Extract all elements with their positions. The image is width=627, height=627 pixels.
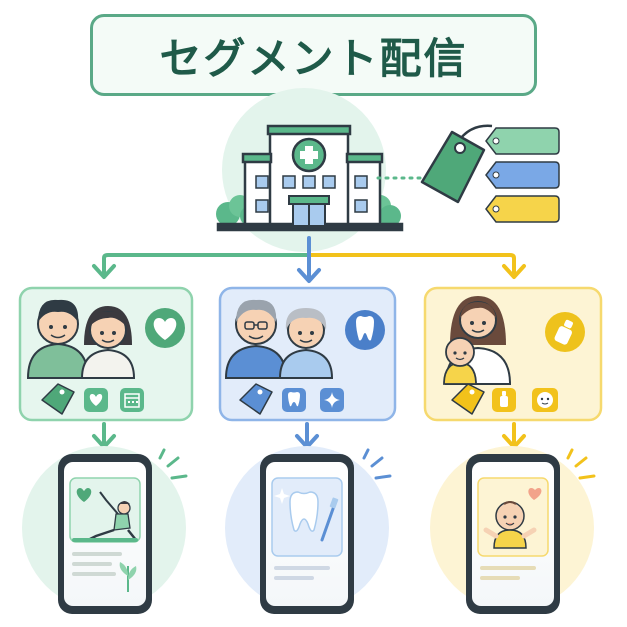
baby-avatar-icon <box>443 337 477 385</box>
phone-elderly <box>225 446 392 614</box>
segment-card-parent <box>423 286 603 422</box>
tooth-icon <box>282 388 306 412</box>
hospital-windows <box>255 175 368 213</box>
baby-bottle-badge-icon <box>545 312 585 352</box>
heart-badge-icon <box>145 308 185 348</box>
heart-icon <box>84 388 108 412</box>
tag-icon <box>451 383 485 415</box>
tag-yellow-label <box>485 195 560 223</box>
calendar-icon <box>120 388 144 412</box>
elderly-man-avatar-icon <box>224 299 288 379</box>
distribution-arrows <box>92 236 526 283</box>
page-title: セグメント配信 <box>159 33 468 83</box>
baby-illustration <box>483 488 542 549</box>
woman-avatar-icon <box>80 306 136 379</box>
phone-parent <box>430 446 596 614</box>
heart-icon <box>76 488 92 502</box>
phone-couple <box>22 446 188 614</box>
tag-icon <box>239 383 273 415</box>
segment-card-couple <box>18 286 194 422</box>
tags-group <box>420 124 560 223</box>
heart-icon <box>528 488 542 500</box>
segment-card-elderly <box>218 286 397 422</box>
sparkle-icon <box>274 488 290 504</box>
title-box: セグメント配信 <box>90 14 537 96</box>
hospital-door <box>288 195 330 227</box>
man-avatar-icon <box>26 299 90 379</box>
tag-blue-label <box>485 161 560 189</box>
baby-face-icon <box>532 388 558 412</box>
tag-icon <box>41 383 75 415</box>
down-arrows <box>92 422 526 449</box>
tag-green-label <box>485 127 560 155</box>
tooth-badge-icon <box>345 310 385 350</box>
yoga-woman-illustration <box>72 491 138 542</box>
tooth-toothbrush-illustration <box>274 488 339 542</box>
elderly-woman-avatar-icon <box>278 308 334 379</box>
medical-cross-icon <box>291 137 327 173</box>
hospital-group <box>216 88 404 252</box>
arrow-yellow <box>307 253 516 278</box>
arrow-green <box>102 253 311 278</box>
sparkle-icon <box>320 388 344 412</box>
big-tag-icon <box>420 124 493 204</box>
baby-bottle-icon <box>492 388 516 412</box>
leaf-icon <box>119 562 137 592</box>
